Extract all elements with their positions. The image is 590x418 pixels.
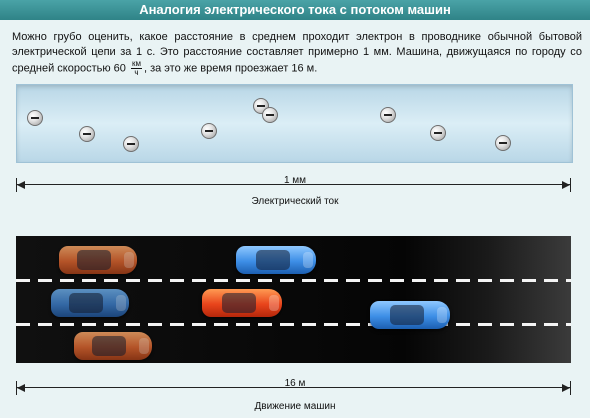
lane-marking: [16, 279, 571, 282]
electron-icon: [123, 136, 139, 152]
lane-marking: [16, 323, 571, 326]
car-icon: [59, 246, 137, 274]
electron-icon: [495, 135, 511, 151]
speed-unit-fraction: км ч: [130, 59, 142, 77]
car-icon: [236, 246, 316, 274]
electron-icon: [262, 107, 278, 123]
car-icon: [370, 301, 450, 329]
intro-paragraph: Можно грубо оценить, какое расстояние в …: [12, 30, 582, 77]
road-caption: Движение машин: [254, 401, 336, 412]
wire-conductor: [16, 84, 573, 163]
electron-icon: [79, 126, 95, 142]
electron-icon: [430, 125, 446, 141]
speed-unit-numerator: км: [130, 59, 142, 69]
wire-caption: Электрический ток: [251, 196, 339, 207]
road-dimension-line: [16, 381, 571, 395]
wire-dimension-label: 1 мм: [283, 175, 307, 186]
car-icon: [202, 289, 282, 317]
road-dimension-label: 16 м: [284, 378, 306, 389]
electron-icon: [201, 123, 217, 139]
electron-icon: [27, 110, 43, 126]
wire-dimension-line: [16, 178, 571, 192]
intro-text-part1: Можно грубо оценить, какое расстояние в …: [12, 31, 582, 75]
car-icon: [51, 289, 129, 317]
header-title: Аналогия электрического тока с потоком м…: [0, 0, 590, 20]
car-icon: [74, 332, 152, 360]
intro-text-part2: , за это же время проезжает 16 м.: [143, 62, 318, 75]
speed-unit-denominator: ч: [134, 68, 139, 77]
electron-icon: [380, 107, 396, 123]
road: [16, 236, 571, 363]
